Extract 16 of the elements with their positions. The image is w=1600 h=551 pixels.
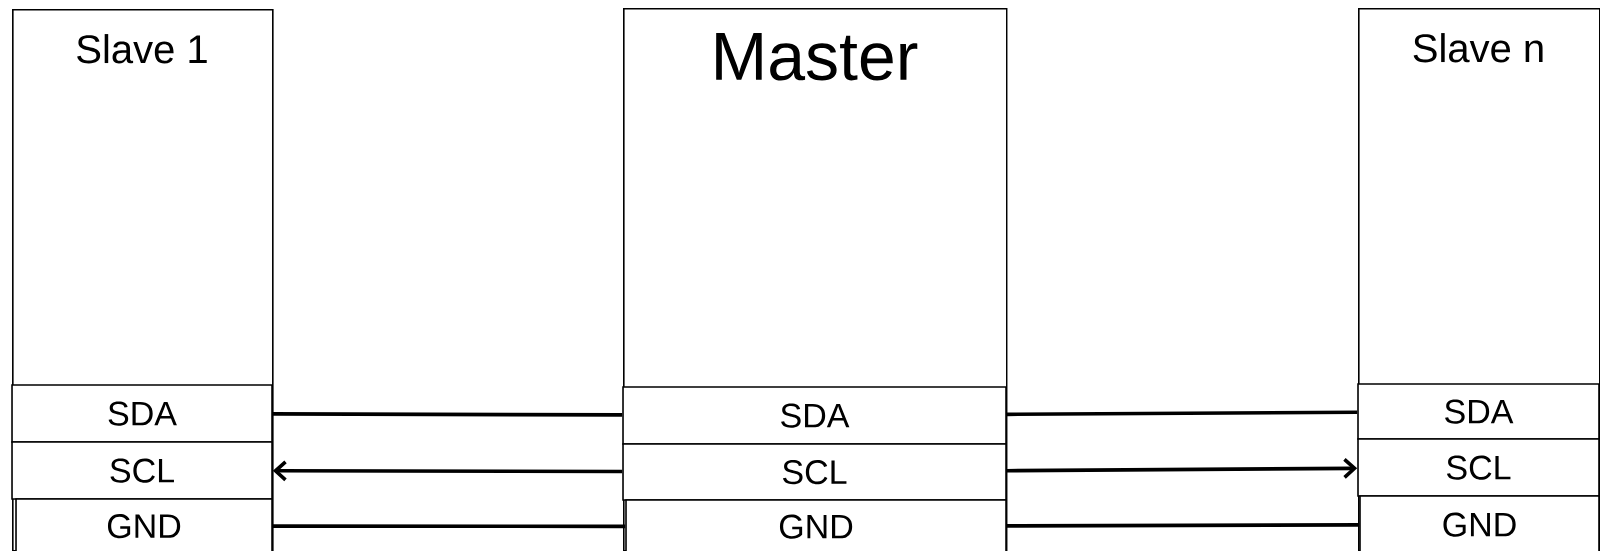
wire — [272, 412, 623, 417]
node-label: GND — [779, 514, 853, 539]
pin-box: GND — [1359, 495, 1600, 551]
pin-box: SDA — [622, 386, 1007, 445]
wire — [272, 524, 626, 529]
wire — [1006, 410, 1358, 417]
pin-box: SDA — [11, 384, 273, 443]
wire — [1006, 523, 1360, 528]
wire — [1006, 458, 1358, 479]
pin-box: SCL — [622, 443, 1007, 501]
pin-box: GND — [15, 498, 273, 551]
pin-box: SDA — [1357, 383, 1600, 440]
wire — [272, 460, 623, 482]
pin-box: GND — [625, 499, 1007, 551]
pin-box: SCL — [1357, 438, 1600, 497]
pin-box: SCL — [11, 441, 273, 500]
